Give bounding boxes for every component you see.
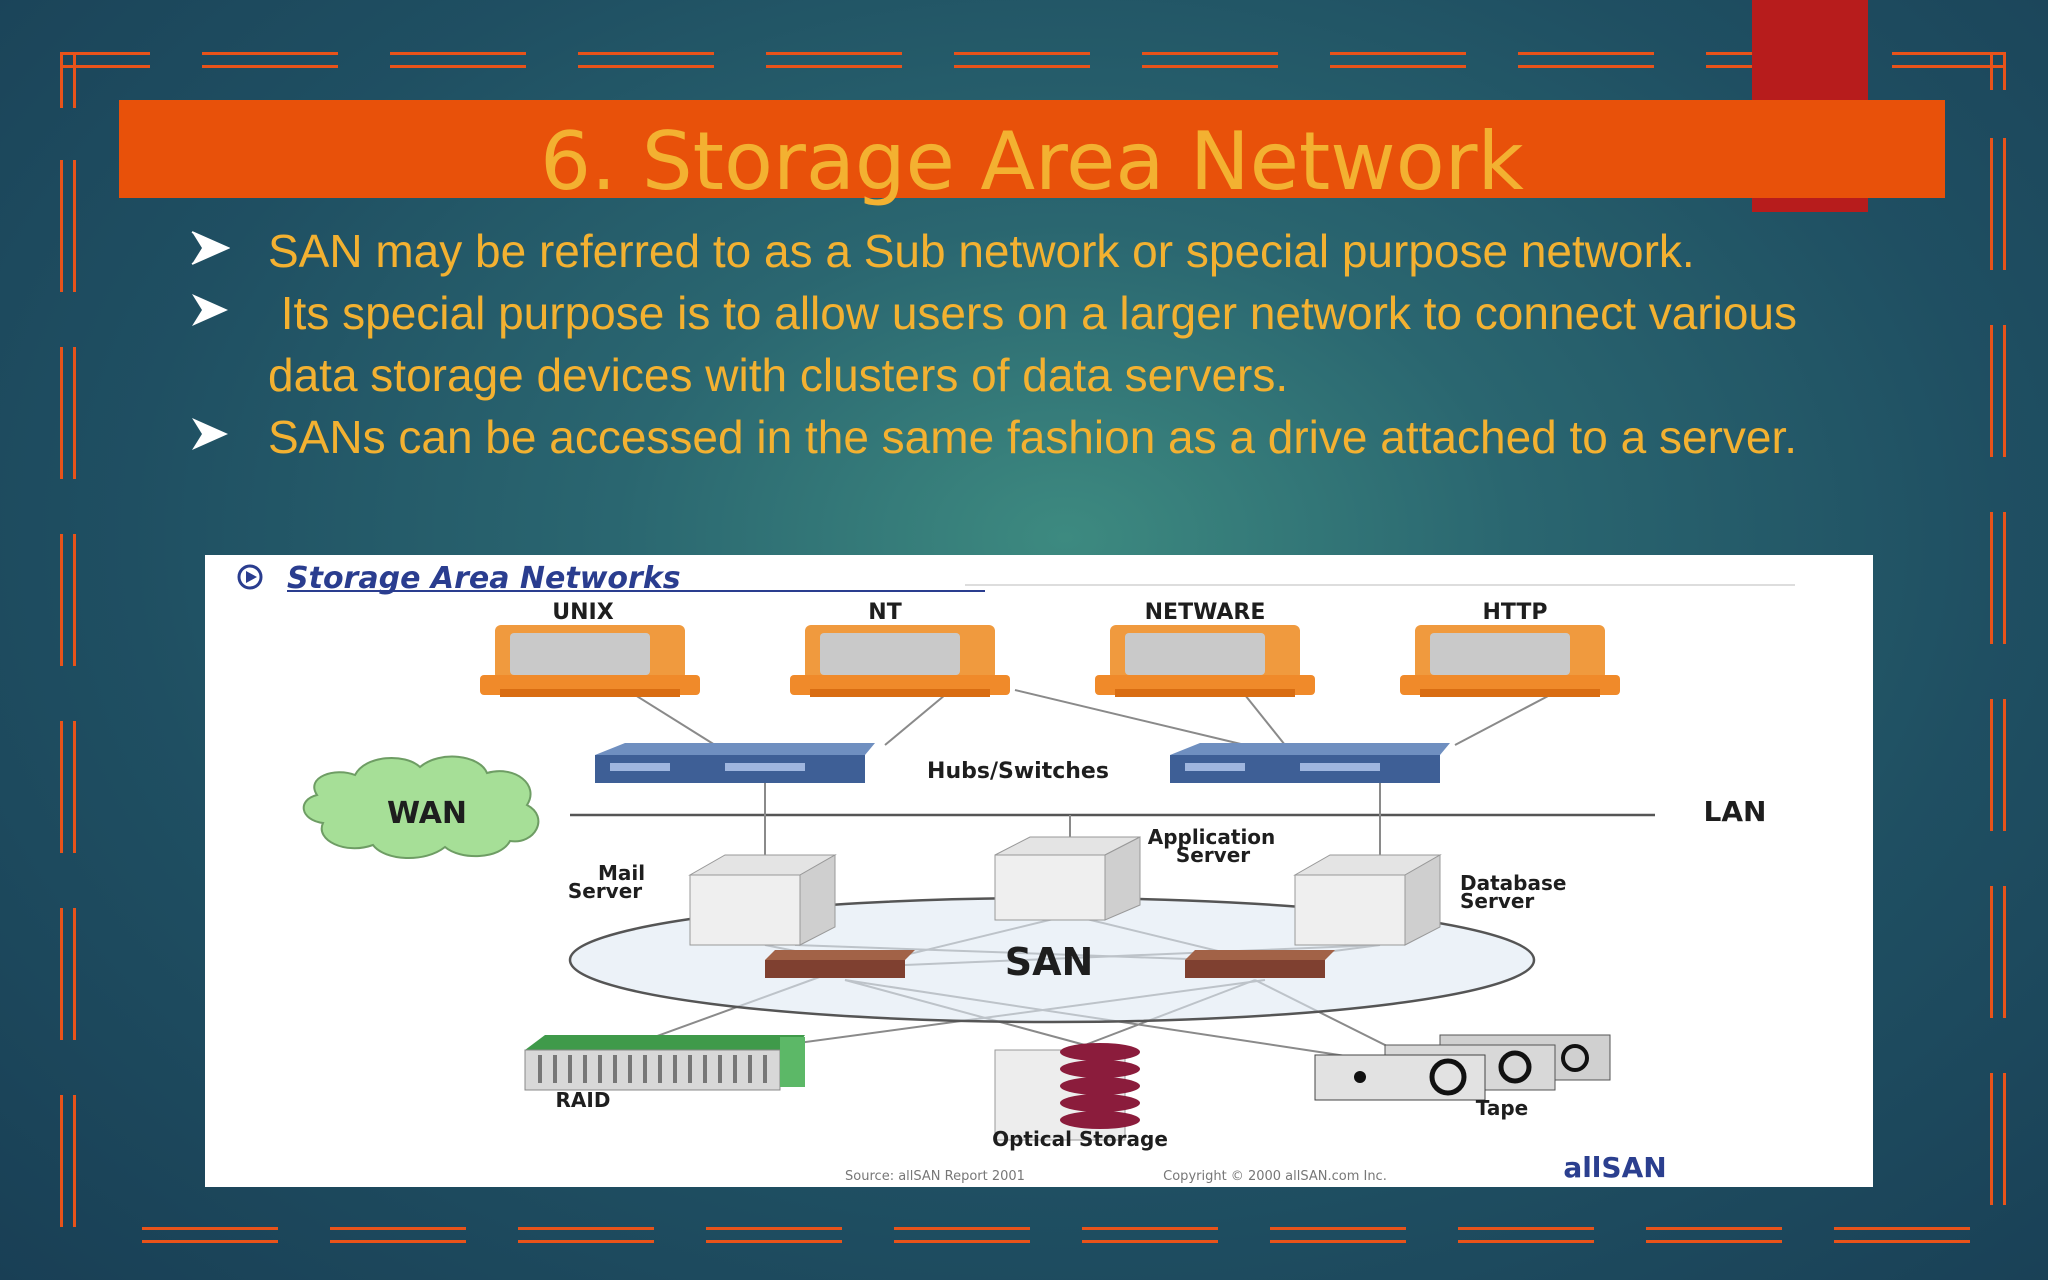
bullet-item: SANs can be accessed in the same fashion… <box>190 406 1890 468</box>
frame-dash <box>1990 138 2006 270</box>
frame-dash <box>1646 1227 1782 1243</box>
frame-dash <box>706 1227 842 1243</box>
san-diagram-svg: Storage Area Networks <box>237 561 1795 1184</box>
san-diagram: Storage Area Networks <box>205 555 1873 1187</box>
san-switch-icon <box>765 950 915 978</box>
frame-dash <box>578 52 714 68</box>
frame-dash <box>1082 1227 1218 1243</box>
bullet-text: SAN may be referred to as a Sub network … <box>268 225 1695 277</box>
frame-dash <box>1990 325 2006 457</box>
mail-server-icon <box>688 854 837 946</box>
client-label-netware: NETWARE <box>1145 600 1266 625</box>
client-label-http: HTTP <box>1482 600 1547 625</box>
bullet-item: SAN may be referred to as a Sub network … <box>190 220 1890 282</box>
frame-dash <box>60 52 76 108</box>
frame-dash <box>142 1227 278 1243</box>
frame-dash <box>60 347 76 479</box>
frame-dash <box>1892 52 2004 68</box>
wan-cloud-icon <box>302 755 540 859</box>
hub-switch-icon <box>1170 743 1450 783</box>
copyright-note: Copyright © 2000 allSAN.com Inc. <box>1163 1169 1387 1184</box>
frame-dash <box>330 1227 466 1243</box>
client-label-nt: NT <box>868 600 901 625</box>
unix-monitor-icon <box>480 625 700 697</box>
source-note: Source: allSAN Report 2001 <box>845 1169 1025 1184</box>
frame-dash <box>60 721 76 853</box>
optical-storage-label: Optical Storage <box>992 1127 1168 1151</box>
tape-drive-icon <box>1314 1034 1611 1101</box>
frame-dash <box>60 52 150 68</box>
arrow-bullet-icon <box>191 231 230 265</box>
netware-monitor-icon <box>1095 625 1315 697</box>
mail-server-label: Mail Server <box>568 861 652 903</box>
frame-dash <box>894 1227 1030 1243</box>
hub-switch-icon <box>595 743 875 783</box>
optical-storage-icon <box>994 1043 1140 1141</box>
frame-dash <box>766 52 902 68</box>
arrow-bullet-icon <box>192 418 228 450</box>
frame-dash <box>1834 1227 1970 1243</box>
client-label-unix: UNIX <box>552 600 613 625</box>
arrow-bullet-icon <box>192 294 228 326</box>
bullet-text: Its special purpose is to allow users on… <box>268 287 1810 401</box>
database-server-icon <box>1293 854 1442 946</box>
frame-dash <box>1990 886 2006 1018</box>
tape-label: Tape <box>1476 1096 1528 1120</box>
allsan-logo: allSAN <box>1563 1151 1666 1184</box>
frame-dash <box>1518 52 1654 68</box>
frame-dash <box>1990 1073 2006 1205</box>
database-server-label: Database Server <box>1460 871 1573 913</box>
bullet-text: SANs can be accessed in the same fashion… <box>268 411 1798 463</box>
san-switch-icon <box>1185 950 1335 978</box>
hubs-label: Hubs/Switches <box>927 759 1109 784</box>
san-label: SAN <box>1005 940 1094 984</box>
frame-dash <box>1990 512 2006 644</box>
wan-label: WAN <box>387 796 467 831</box>
nt-monitor-icon <box>790 625 1010 697</box>
frame-dash <box>60 534 76 666</box>
bullet-item: Its special purpose is to allow users on… <box>190 282 1890 406</box>
frame-dash <box>202 52 338 68</box>
raid-array-icon <box>524 1035 805 1091</box>
application-server-icon <box>994 836 1141 921</box>
raid-label: RAID <box>556 1088 611 1112</box>
lan-label: LAN <box>1704 795 1767 828</box>
http-monitor-icon <box>1400 625 1620 697</box>
frame-dash <box>1142 52 1278 68</box>
frame-dash <box>60 908 76 1040</box>
frame-dash <box>60 160 76 292</box>
frame-dash <box>1458 1227 1594 1243</box>
frame-dash <box>1990 52 2006 90</box>
frame-dash <box>1990 699 2006 831</box>
frame-dash <box>390 52 526 68</box>
application-server-label: Application Server <box>1148 825 1283 867</box>
title-bar <box>119 100 1945 198</box>
frame-dash <box>60 1095 76 1227</box>
frame-dash <box>954 52 1090 68</box>
frame-dash <box>1270 1227 1406 1243</box>
slide-title: 6. Storage Area Network <box>540 115 1524 208</box>
frame-dash <box>1330 52 1466 68</box>
frame-dash <box>518 1227 654 1243</box>
diagram-heading-icon <box>237 564 263 590</box>
bullet-list: SAN may be referred to as a Sub network … <box>190 220 1890 468</box>
